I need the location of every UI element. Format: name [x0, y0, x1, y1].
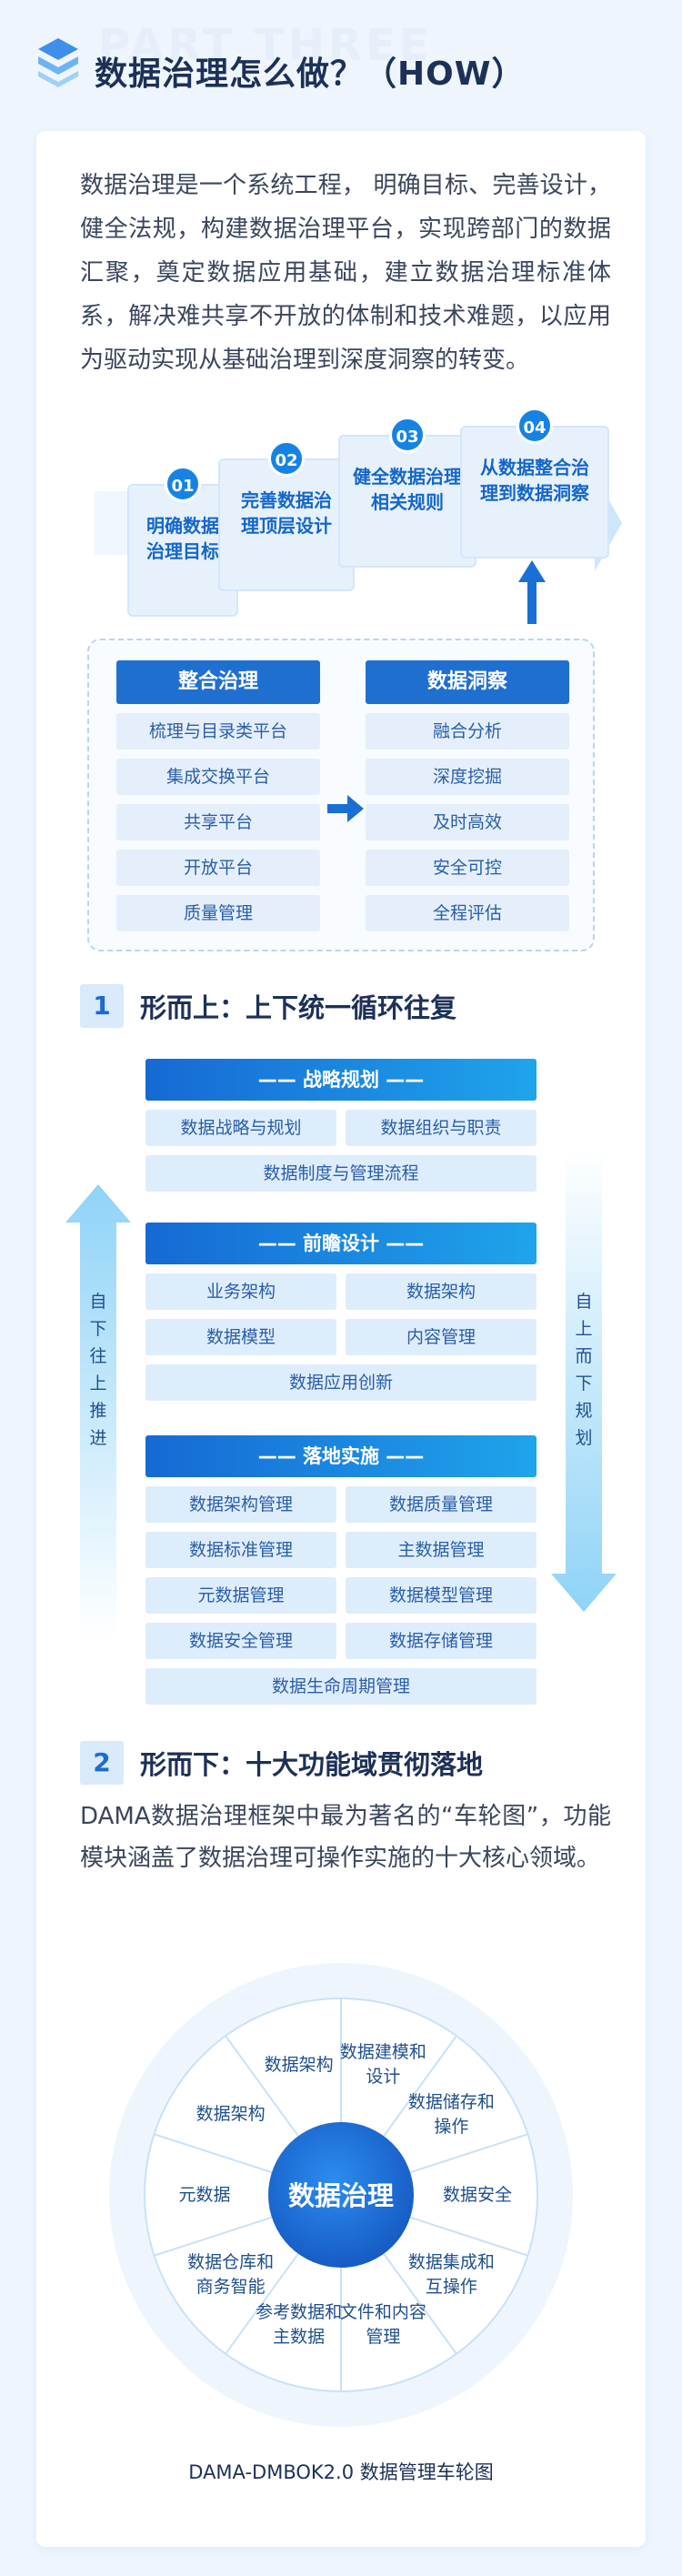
insight-item: 安全可控: [366, 850, 569, 886]
step-number: 04: [517, 408, 553, 444]
dama-wheel-diagram: [109, 1963, 573, 2427]
wheel-spoke: [225, 2035, 299, 2137]
step-label: 明确数据治理目标: [146, 515, 219, 562]
bottom-up-label: 自下往上推进: [89, 1292, 107, 1448]
wheel-segment-label: 数据仓库和商务智能: [187, 2252, 275, 2298]
content-card: 数据治理是一个系统工程， 明确目标、完善设计，健全法规，构建数据治理平台，实现跨…: [36, 131, 646, 2547]
step-label: 健全数据治理相关规则: [353, 466, 462, 513]
wheel-spoke: [154, 2133, 273, 2174]
tier-cell: 数据存储管理: [346, 1623, 537, 1659]
tier-cell: 主数据管理: [346, 1532, 537, 1568]
tier-cell: 数据应用创新: [145, 1364, 537, 1401]
integration-item: 共享平台: [116, 804, 320, 840]
insight-item: 及时高效: [366, 804, 569, 840]
tier-strategy-title: —— 战略规划 ——: [145, 1059, 537, 1101]
wheel-segment-label: 数据建模和设计: [339, 2042, 426, 2088]
layers-icon: [38, 38, 78, 87]
tier-cell: 数据架构管理: [145, 1486, 336, 1523]
section-number: 2: [80, 1741, 124, 1785]
insight-item: 深度挖掘: [366, 759, 569, 795]
wheel-spoke: [154, 2216, 273, 2257]
step-number: 03: [389, 417, 426, 453]
integration-item: 集成交换平台: [116, 759, 320, 795]
tier-cell: 数据制度与管理流程: [145, 1155, 537, 1192]
section-number: 1: [80, 984, 124, 1028]
wheel-segment-label: 数据架构: [264, 2054, 334, 2075]
wheel-segment-label: 数据储存和操作: [407, 2091, 495, 2137]
step-label: 完善数据治理顶层设计: [241, 489, 332, 537]
insight-item: 全程评估: [366, 895, 569, 931]
tier-cell: 数据安全管理: [145, 1623, 336, 1659]
top-down-arrow-icon: [551, 1148, 617, 1612]
intro-paragraph: 数据治理是一个系统工程， 明确目标、完善设计，健全法规，构建数据治理平台，实现跨…: [80, 172, 611, 374]
integration-governance-title: 整合治理: [116, 660, 320, 704]
tier-cell: 数据质量管理: [346, 1486, 537, 1523]
tier-cell: 内容管理: [346, 1319, 537, 1355]
wheel-segment-label: 数据集成和互操作: [407, 2252, 495, 2298]
section-title: 形而下：十大功能域贯彻落地: [140, 1749, 484, 1780]
wheel-spoke: [409, 2216, 528, 2257]
wheel-spoke: [383, 2035, 457, 2137]
wheel-center-label: 数据治理: [287, 2180, 394, 2211]
wheel-spoke: [409, 2133, 528, 2174]
wheel-spoke: [225, 2253, 299, 2355]
steps-flow: 01 明确数据治理目标 02 完善数据治理顶层设计 03 健全数据治理相关规则 …: [36, 131, 646, 1041]
wheel-segment-label: 数据安全: [442, 2184, 512, 2205]
tier-cell: 数据标准管理: [145, 1532, 336, 1568]
wheel-segment-label: 参考数据和主数据: [256, 2301, 343, 2347]
arrow-up-icon: [518, 560, 546, 624]
step-label: 从数据整合治理到数据洞察: [480, 457, 589, 504]
background-watermark: PART THREE: [98, 20, 433, 71]
section-2-paragraph: DAMA数据治理框架中最为著名的“车轮图”，功能模块涵盖了数据治理可操作实施的十…: [80, 1803, 611, 1872]
tier-cell: 数据架构: [346, 1273, 537, 1310]
step-number: 02: [268, 440, 305, 477]
wheel-spokes: [154, 1998, 528, 2391]
step-number: 01: [165, 466, 201, 502]
step-box-04: 04 从数据整合治理到数据洞察: [460, 408, 609, 558]
arrow-right-icon: [327, 795, 364, 822]
wheel-center: [268, 2122, 414, 2268]
integration-item: 质量管理: [116, 895, 320, 931]
tier-cell: 元数据管理: [145, 1577, 336, 1614]
top-down-label: 自上而下规划: [575, 1292, 593, 1448]
tier-cell: 数据模型: [145, 1319, 336, 1355]
tier-cell: 数据战略与规划: [145, 1110, 336, 1146]
wheel-spoke: [383, 2253, 457, 2355]
wheel-segment-label: 数据架构: [196, 2104, 266, 2125]
tier-implementation-title: —— 落地实施 ——: [145, 1435, 537, 1477]
integration-item: 梳理与目录类平台: [116, 713, 320, 750]
tier-design-title: —— 前瞻设计 ——: [145, 1223, 537, 1264]
section-2-header: 2 形而下：十大功能域贯彻落地: [80, 1741, 483, 1785]
page-header: PART THREE 数据治理怎么做？（HOW）: [0, 0, 682, 127]
section-title: 形而上：上下统一循环往复: [140, 992, 457, 1023]
bottom-up-arrow-icon: [65, 1184, 131, 1639]
tier-cell: 数据组织与职责: [346, 1110, 537, 1146]
wheel-segment-label: 元数据: [178, 2184, 231, 2205]
wheel-caption: DAMA-DMBOK2.0 数据管理车轮图: [188, 2461, 494, 2483]
section-1-header: 1 形而上：上下统一循环往复: [80, 984, 456, 1028]
governance-box: 整合治理 梳理与目录类平台 集成交换平台 共享平台 开放平台 质量管理 数据洞察…: [87, 639, 595, 951]
tier-cell: 业务架构: [145, 1273, 336, 1310]
tier-cell: 数据模型管理: [346, 1577, 537, 1614]
insight-item: 融合分析: [366, 713, 569, 750]
step-box-02: 02 完善数据治理顶层设计: [218, 440, 355, 591]
wheel-segment-label: 文件和内容管理: [339, 2301, 426, 2347]
data-insight-title: 数据洞察: [366, 660, 569, 704]
page-title: 数据治理怎么做？（HOW）: [95, 55, 526, 93]
tier-cell: 数据生命周期管理: [145, 1668, 537, 1705]
integration-item: 开放平台: [116, 850, 320, 886]
step-box-03: 03 健全数据治理相关规则: [338, 417, 476, 568]
